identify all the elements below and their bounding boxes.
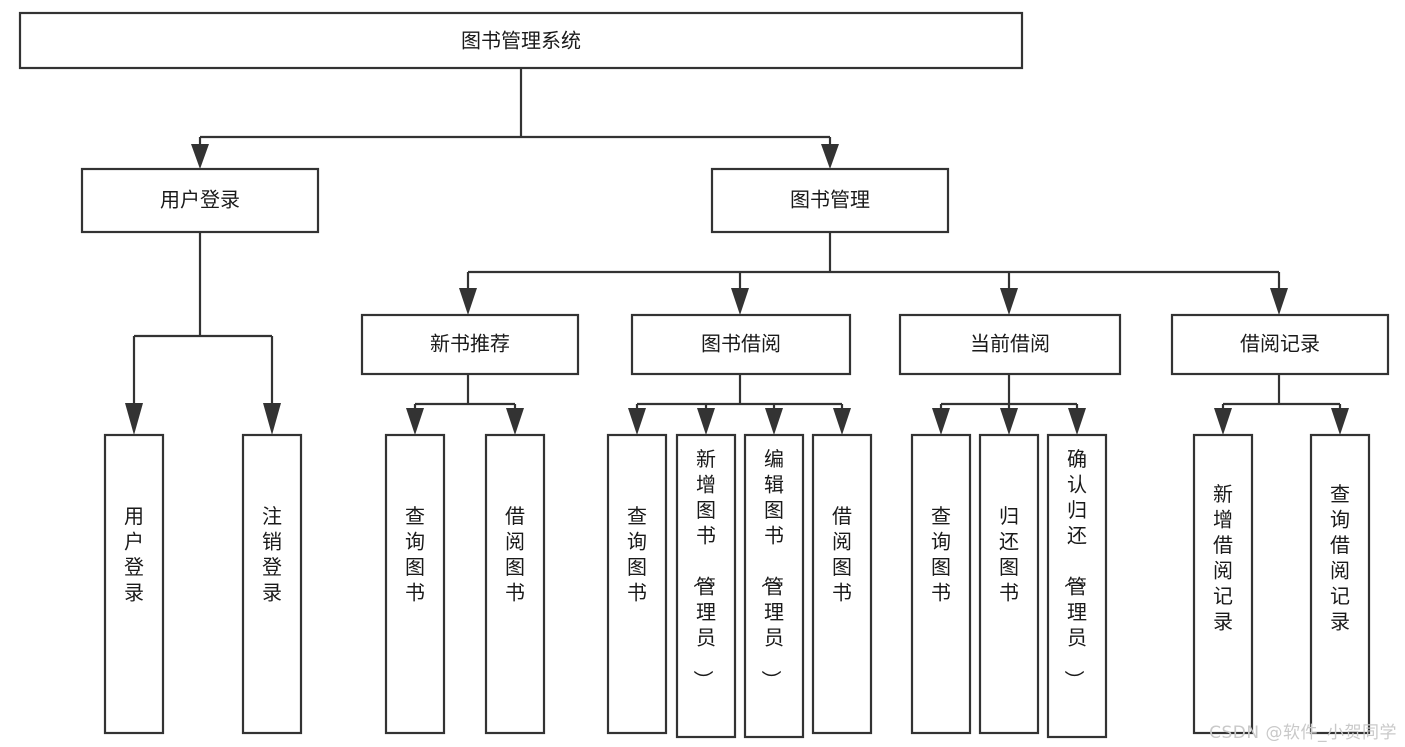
connector-group-book-borrow — [628, 374, 851, 435]
arrow-to-leaf-query-book-2 — [628, 408, 646, 435]
arrow-to-book-borrow — [731, 288, 749, 315]
arrow-to-new-book-recommend — [459, 288, 477, 315]
node-leaf-query-record[interactable]: 查询借阅记录 — [1309, 433, 1371, 735]
node-leaf-add-book-box[interactable] — [675, 433, 737, 739]
node-borrow-record-box[interactable] — [1170, 313, 1390, 376]
node-leaf-edit-book[interactable]: 编辑图书（管理员） — [743, 433, 805, 739]
arrow-to-current-borrow — [1000, 288, 1018, 315]
arrow-to-leaf-query-record — [1331, 408, 1349, 435]
node-leaf-query-book-2-label: 查询图书 — [627, 504, 647, 605]
arrow-to-leaf-query-book-1 — [406, 408, 424, 435]
node-leaf-query-book-3[interactable]: 查询图书 — [910, 433, 972, 735]
node-user-login[interactable]: 用户登录 — [80, 167, 320, 234]
connector-group-book-management — [459, 232, 1288, 315]
node-leaf-logout-box[interactable] — [241, 433, 303, 735]
node-leaf-query-record-box[interactable] — [1309, 433, 1371, 735]
node-book-borrow-box[interactable] — [630, 313, 852, 376]
arrow-to-leaf-user-login — [125, 403, 143, 435]
node-leaf-add-book[interactable]: 新增图书（管理员） — [675, 433, 737, 739]
node-leaf-borrow-book-2-box[interactable] — [811, 433, 873, 735]
node-user-login-box[interactable] — [80, 167, 320, 234]
node-leaf-user-login-box[interactable] — [103, 433, 165, 735]
node-borrow-record[interactable]: 借阅记录 — [1170, 313, 1390, 376]
node-leaf-query-book-3-box[interactable] — [910, 433, 972, 735]
connector-group-new-book-recommend — [406, 374, 524, 435]
arrow-to-leaf-edit-book — [765, 408, 783, 435]
node-book-management-label: 图书管理 — [790, 188, 870, 212]
node-leaf-query-book-1-box[interactable] — [384, 433, 446, 735]
node-root-box[interactable] — [18, 11, 1024, 70]
node-leaf-add-record[interactable]: 新增借阅记录 — [1192, 433, 1254, 735]
csdn-watermark: CSDN @软件_小贺同学 — [1209, 723, 1397, 743]
arrow-to-leaf-borrow-book-1 — [506, 408, 524, 435]
arrow-to-leaf-confirm-return — [1068, 408, 1086, 435]
node-leaf-query-book-3-label: 查询图书 — [931, 504, 951, 605]
connector-group-user-login — [125, 232, 281, 435]
node-leaf-return-book-label: 归还图书 — [999, 504, 1019, 605]
arrow-to-leaf-query-book-3 — [932, 408, 950, 435]
node-new-book-recommend[interactable]: 新书推荐 — [360, 313, 580, 376]
node-leaf-add-record-label: 新增借阅记录 — [1213, 482, 1233, 634]
node-leaf-user-login[interactable]: 用户登录 — [103, 433, 165, 735]
arrow-to-leaf-return-book — [1000, 408, 1018, 435]
arrow-to-book-management — [821, 144, 839, 169]
node-root[interactable]: 图书管理系统 — [18, 11, 1024, 70]
connector-group-root — [191, 68, 839, 169]
node-book-management[interactable]: 图书管理 — [710, 167, 950, 234]
node-leaf-logout-label: 注销登录 — [262, 504, 282, 605]
node-borrow-record-label: 借阅记录 — [1240, 332, 1320, 356]
node-leaf-confirm-return[interactable]: 确认归还（管理员） — [1046, 433, 1108, 739]
node-leaf-borrow-book-1-label: 借阅图书 — [505, 504, 525, 605]
node-leaf-user-login-label: 用户登录 — [124, 504, 144, 605]
node-current-borrow-label: 当前借阅 — [970, 332, 1050, 356]
node-book-management-box[interactable] — [710, 167, 950, 234]
arrow-to-leaf-add-record — [1214, 408, 1232, 435]
node-leaf-borrow-book-1[interactable]: 借阅图书 — [484, 433, 546, 735]
node-leaf-query-book-1-label: 查询图书 — [405, 504, 425, 605]
node-leaf-borrow-book-2[interactable]: 借阅图书 — [811, 433, 873, 735]
arrow-to-leaf-logout — [263, 403, 281, 435]
node-leaf-logout[interactable]: 注销登录 — [241, 433, 303, 735]
connector-group-current-borrow — [932, 374, 1086, 435]
arrow-to-leaf-add-book — [697, 408, 715, 435]
connector-group-borrow-record — [1214, 374, 1349, 435]
node-new-book-recommend-label: 新书推荐 — [430, 332, 510, 356]
node-leaf-confirm-return-box[interactable] — [1046, 433, 1108, 739]
node-leaf-add-book-label: 新增图书（管理员） — [691, 447, 716, 690]
arrow-to-user-login — [191, 144, 209, 169]
arrow-to-borrow-record — [1270, 288, 1288, 315]
node-leaf-add-record-box[interactable] — [1192, 433, 1254, 735]
node-leaf-return-book[interactable]: 归还图书 — [978, 433, 1040, 735]
node-leaf-query-book-2-box[interactable] — [606, 433, 668, 735]
node-leaf-borrow-book-1-box[interactable] — [484, 433, 546, 735]
node-leaf-confirm-return-label: 确认归还（管理员） — [1062, 447, 1087, 690]
node-leaf-query-book-2[interactable]: 查询图书 — [606, 433, 668, 735]
node-current-borrow-box[interactable] — [898, 313, 1122, 376]
node-leaf-borrow-book-2-label: 借阅图书 — [832, 504, 852, 605]
node-leaf-query-book-1[interactable]: 查询图书 — [384, 433, 446, 735]
arrow-to-leaf-borrow-book-2 — [833, 408, 851, 435]
node-leaf-query-record-label: 查询借阅记录 — [1330, 482, 1350, 634]
node-new-book-recommend-box[interactable] — [360, 313, 580, 376]
node-current-borrow[interactable]: 当前借阅 — [898, 313, 1122, 376]
node-leaf-return-book-box[interactable] — [978, 433, 1040, 735]
node-book-borrow[interactable]: 图书借阅 — [630, 313, 852, 376]
node-user-login-label: 用户登录 — [160, 188, 240, 212]
node-leaf-edit-book-label: 编辑图书（管理员） — [759, 447, 784, 690]
node-leaf-edit-book-box[interactable] — [743, 433, 805, 739]
node-book-borrow-label: 图书借阅 — [701, 332, 781, 356]
node-root-label: 图书管理系统 — [461, 29, 581, 53]
